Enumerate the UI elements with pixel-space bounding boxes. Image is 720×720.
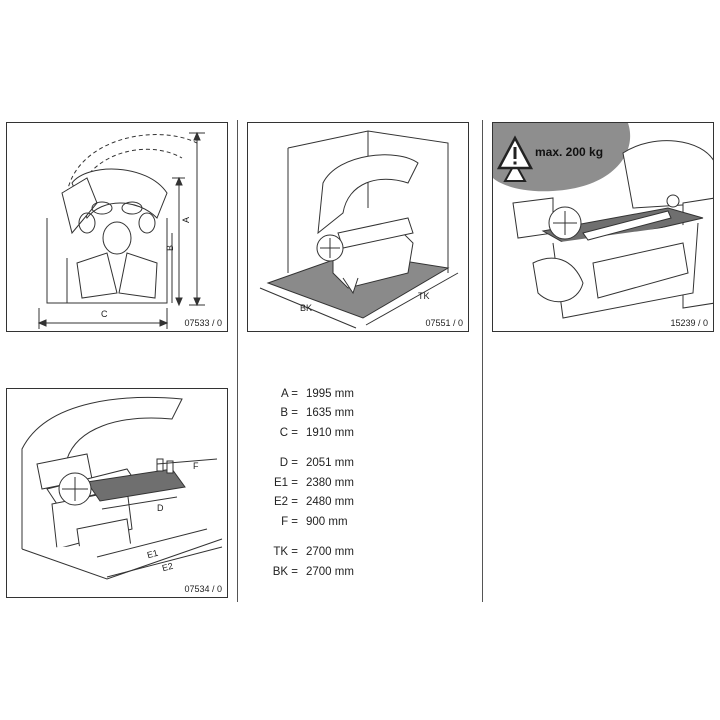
dimension-row: TK =2700 mm bbox=[273, 546, 354, 559]
dim-label-c: C bbox=[101, 309, 108, 319]
dimension-row: D =2051 mm bbox=[279, 457, 354, 470]
panel-room-footprint: BK TK 07551 / 0 bbox=[247, 122, 469, 332]
dim-label-b: B bbox=[165, 244, 176, 252]
drawing-code: 07551 / 0 bbox=[425, 318, 463, 328]
drawing-code: 07534 / 0 bbox=[184, 584, 222, 594]
room-footprint-drawing bbox=[259, 130, 459, 329]
dimension-row: F =900 mm bbox=[281, 515, 348, 528]
divider-left bbox=[237, 120, 238, 602]
dimension-row: E2 =2480 mm bbox=[274, 496, 354, 509]
panel-front-view: A B C 07533 / 0 bbox=[6, 122, 228, 332]
drawing-code: 15239 / 0 bbox=[670, 318, 708, 328]
dimension-row: E1 =2380 mm bbox=[274, 476, 354, 489]
dimension-row: A =1995 mm bbox=[281, 387, 354, 400]
dim-label-f: F bbox=[193, 461, 199, 471]
dimension-row: BK =2700 mm bbox=[272, 565, 354, 578]
bed-dimensions-drawing bbox=[21, 397, 223, 580]
warning-icon bbox=[503, 160, 527, 182]
front-view-drawing bbox=[37, 131, 205, 329]
panel-bed-dimensions: F D E1 E2 07534 / 0 bbox=[6, 388, 228, 598]
dim-label-d: D bbox=[157, 503, 164, 513]
dimension-row: B =1635 mm bbox=[280, 407, 354, 420]
dimension-list: A =1995 mm B =1635 mm C =1910 mm D =2051… bbox=[262, 384, 372, 582]
dimension-row: C =1910 mm bbox=[279, 426, 354, 439]
max-load-drawing bbox=[493, 123, 713, 319]
panel-max-load: max. 200 kg 15239 / 0 bbox=[492, 122, 714, 332]
dim-label-tk: TK bbox=[418, 291, 430, 301]
max-load-warning-text: max. 200 kg bbox=[535, 145, 604, 159]
divider-right bbox=[482, 120, 483, 602]
drawing-code: 07533 / 0 bbox=[184, 318, 222, 328]
dim-label-bk: BK bbox=[300, 303, 313, 313]
dim-label-a: A bbox=[181, 216, 192, 224]
